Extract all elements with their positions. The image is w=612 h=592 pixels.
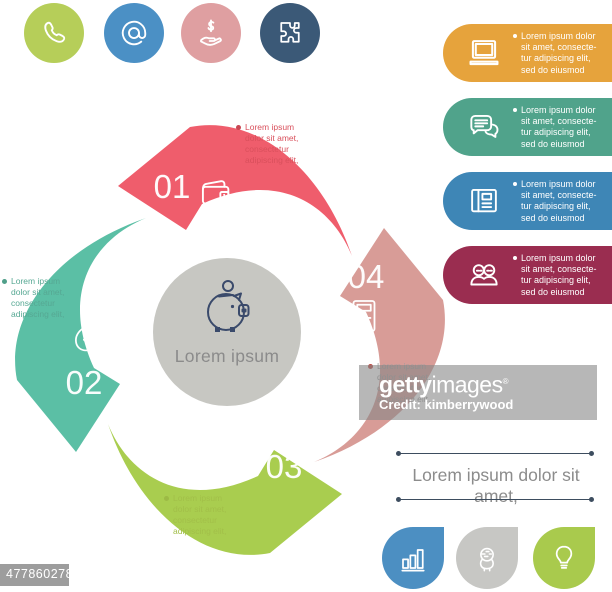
quote-text: Lorem ipsum dolor sit amet, <box>412 465 580 506</box>
bullet-dot <box>2 279 7 284</box>
bullet-dot <box>236 125 241 130</box>
wallet-icon <box>198 176 234 208</box>
step-number-2: 02 <box>65 364 103 401</box>
getty-asset-id: 477860278 <box>0 564 73 586</box>
banner-1-text: Lorem ipsum dolor sit amet, consecte- tu… <box>521 31 597 75</box>
payment-circle <box>181 3 241 63</box>
solutions-circle <box>260 3 320 63</box>
bar-chart-icon <box>397 542 429 574</box>
rule-dot <box>589 450 594 456</box>
rule-dot <box>396 496 401 502</box>
step-3-note-text: Lorem ipsum dolor sit amet, consectetur … <box>173 493 227 536</box>
drop-idea <box>533 527 595 589</box>
newspaper-icon <box>465 182 503 220</box>
bullet-dot <box>513 182 517 186</box>
step-2-note-text: Lorem ipsum dolor sit amet, consectetur … <box>11 276 65 319</box>
piggy-bank-icon <box>199 278 255 334</box>
money-bag-icon <box>70 318 102 360</box>
banner-3-text: Lorem ipsum dolor sit amet, consecte- tu… <box>521 179 597 223</box>
phone-icon <box>39 18 69 48</box>
bullet-dot <box>513 256 517 260</box>
step-number-3: 03 <box>265 448 303 485</box>
banner-4-text: Lorem ipsum dolor sit amet, consecte- tu… <box>521 253 597 297</box>
puzzle-icon <box>275 18 305 48</box>
at-sign-icon <box>119 18 149 48</box>
drop-idea-process <box>456 527 518 589</box>
hand-dollar-icon <box>195 17 227 49</box>
lightbulb-icon <box>548 542 580 574</box>
banner-laptop: Lorem ipsum dolor sit amet, consecte- tu… <box>443 24 612 82</box>
contact-phone-circle <box>24 3 84 63</box>
rule-dot <box>396 450 401 456</box>
banner-2-text: Lorem ipsum dolor sit amet, consecte- tu… <box>521 105 597 149</box>
people-icon <box>465 256 503 294</box>
chat-bubbles-icon <box>465 108 503 146</box>
quote-rule-bottom <box>396 496 594 502</box>
bullet-dot <box>513 108 517 112</box>
step-2-note: Lorem ipsum dolor sit amet, consectetur … <box>2 276 72 320</box>
getty-credit: Credit: kimberrywood <box>379 396 514 412</box>
rule-dot <box>589 496 594 502</box>
head-gear-icon <box>471 542 503 574</box>
banner-chat: Lorem ipsum dolor sit amet, consecte- tu… <box>443 98 612 156</box>
step-1-note-text: Lorem ipsum dolor sit amet, consectetur … <box>245 122 299 165</box>
center-hub: Lorem ipsum <box>153 258 301 406</box>
bullet-dot <box>513 34 517 38</box>
calculator-icon <box>349 297 379 335</box>
drop-analytics <box>382 527 444 589</box>
bullet-dot <box>164 496 169 501</box>
quote-rule-top <box>396 450 594 456</box>
contact-email-circle <box>104 3 164 63</box>
banner-news: Lorem ipsum dolor sit amet, consecte- tu… <box>443 172 612 230</box>
hub-label: Lorem ipsum <box>174 346 280 366</box>
step-3-note: Lorem ipsum dolor sit amet, consectetur … <box>164 493 234 537</box>
step-number-1: 01 <box>153 168 191 205</box>
laptop-icon <box>465 34 503 72</box>
getty-watermark: gettyimages® Credit: kimberrywood <box>359 365 597 420</box>
safe-icon <box>222 446 258 484</box>
banner-people: Lorem ipsum dolor sit amet, consecte- tu… <box>443 246 612 304</box>
step-number-4: 04 <box>347 258 385 295</box>
step-1-note: Lorem ipsum dolor sit amet, consectetur … <box>236 122 306 166</box>
getty-logo: gettyimages® <box>379 371 509 398</box>
